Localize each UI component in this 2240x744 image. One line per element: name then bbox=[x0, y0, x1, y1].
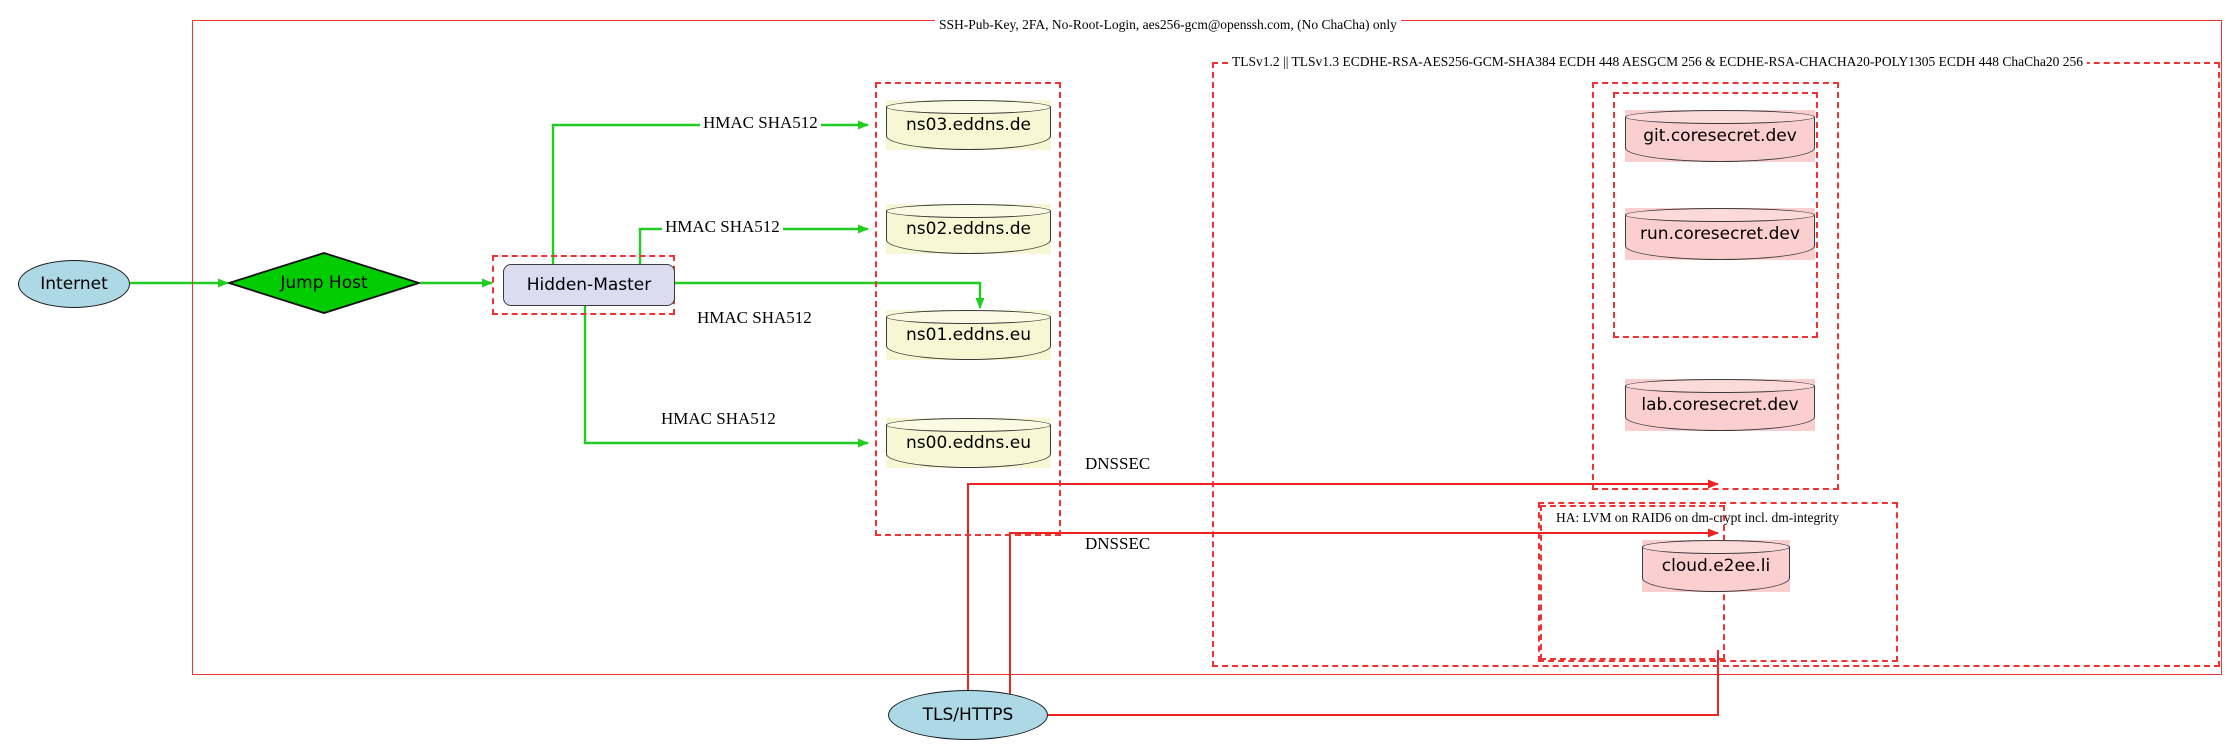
node-internet-label: Internet bbox=[40, 274, 108, 294]
cylinder-top bbox=[1625, 379, 1815, 393]
node-ns00-label: ns00.eddns.eu bbox=[906, 433, 1031, 453]
cylinder-body bbox=[1625, 215, 1815, 260]
node-ns03[interactable]: ns03.eddns.de bbox=[886, 100, 1051, 150]
edge-label-hmac-ns03: HMAC SHA512 bbox=[700, 113, 821, 133]
node-jump-host-label: Jump Host bbox=[280, 273, 368, 293]
cylinder-body bbox=[886, 211, 1051, 254]
cylinder-top bbox=[1625, 208, 1815, 222]
edge-label-dnssec-upper: DNSSEC bbox=[1082, 454, 1154, 474]
cluster-coresecret-services bbox=[1592, 82, 1839, 490]
node-tls-https-label: TLS/HTTPS bbox=[922, 705, 1014, 725]
cylinder-body bbox=[886, 317, 1051, 360]
node-internet[interactable]: Internet bbox=[18, 260, 130, 308]
node-lab-coresecret[interactable]: lab.coresecret.dev bbox=[1625, 379, 1815, 431]
cluster-ha-label: HA: LVM on RAID6 on dm-crypt incl. dm-in… bbox=[1552, 511, 1843, 525]
cylinder-body bbox=[886, 425, 1051, 468]
edge-label-hmac-ns01: HMAC SHA512 bbox=[694, 308, 815, 328]
cluster-dns-servers bbox=[875, 82, 1061, 536]
node-run-coresecret[interactable]: run.coresecret.dev bbox=[1625, 208, 1815, 260]
node-ns02[interactable]: ns02.eddns.de bbox=[886, 204, 1051, 254]
node-run-coresecret-label: run.coresecret.dev bbox=[1640, 224, 1800, 244]
cylinder-top bbox=[886, 310, 1051, 324]
node-ns03-label: ns03.eddns.de bbox=[906, 115, 1031, 135]
node-hidden-master-label: Hidden-Master bbox=[526, 275, 652, 295]
cluster-git-run bbox=[1613, 92, 1818, 338]
node-tls-https[interactable]: TLS/HTTPS bbox=[888, 690, 1048, 740]
cylinder-top bbox=[1642, 540, 1790, 554]
node-hidden-master[interactable]: Hidden-Master bbox=[503, 264, 675, 306]
node-ns00[interactable]: ns00.eddns.eu bbox=[886, 418, 1051, 468]
node-cloud-e2ee-label: cloud.e2ee.li bbox=[1661, 556, 1771, 576]
cylinder-body bbox=[1625, 117, 1815, 162]
node-lab-coresecret-label: lab.coresecret.dev bbox=[1641, 395, 1799, 415]
cluster-tls-label: TLSv1.2 || TLSv1.3 ECDHE-RSA-AES256-GCM-… bbox=[1228, 55, 2087, 69]
cylinder-body bbox=[1625, 386, 1815, 431]
node-git-coresecret[interactable]: git.coresecret.dev bbox=[1625, 110, 1815, 162]
cylinder-body bbox=[1642, 547, 1790, 592]
edge-label-hmac-ns02: HMAC SHA512 bbox=[662, 217, 783, 237]
cylinder-top bbox=[886, 204, 1051, 218]
cylinder-body bbox=[886, 107, 1051, 150]
node-ns01[interactable]: ns01.eddns.eu bbox=[886, 310, 1051, 360]
cluster-ssh-label: SSH-Pub-Key, 2FA, No-Root-Login, aes256-… bbox=[935, 18, 1401, 32]
cylinder-top bbox=[1625, 110, 1815, 124]
node-ns01-label: ns01.eddns.eu bbox=[906, 325, 1031, 345]
node-ns02-label: ns02.eddns.de bbox=[906, 219, 1031, 239]
cluster-ha bbox=[1538, 502, 1898, 662]
edge-label-hmac-ns00: HMAC SHA512 bbox=[658, 409, 779, 429]
cylinder-top bbox=[886, 100, 1051, 114]
cylinder-top bbox=[886, 418, 1051, 432]
diamond-shape bbox=[228, 252, 420, 314]
node-git-coresecret-label: git.coresecret.dev bbox=[1643, 126, 1797, 146]
node-cloud-e2ee[interactable]: cloud.e2ee.li bbox=[1642, 540, 1790, 592]
node-jump-host[interactable]: Jump Host bbox=[228, 252, 420, 314]
edge-label-dnssec-lower: DNSSEC bbox=[1082, 534, 1154, 554]
